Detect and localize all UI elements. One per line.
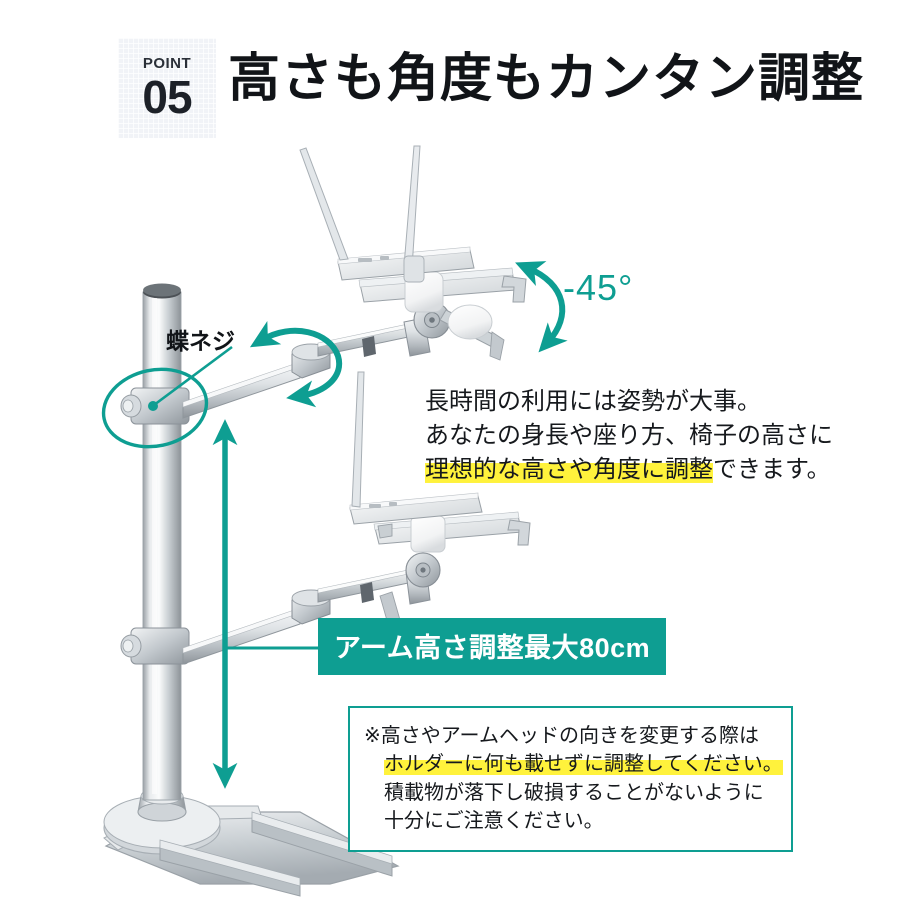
page-title: 高さも角度もカンタン調整 — [228, 50, 865, 108]
vertical-pole — [139, 283, 185, 801]
ellipse-highlight-icon — [101, 367, 209, 449]
point-word: POINT — [142, 55, 192, 72]
caution-note-box: ※高さやアームヘッドの向きを変更する際は ホルダーに何も載せずに調整してください… — [348, 706, 793, 852]
body-copy-line-3-rest: できます。 — [713, 456, 831, 484]
point-number: 05 — [142, 71, 192, 123]
body-copy-line-3: 理想的な高さや角度に調整できます。 — [425, 453, 833, 487]
note-line-1: ※高さやアームヘッドの向きを変更する際は — [364, 725, 759, 747]
point-badge: POINT 05 — [118, 38, 216, 138]
body-copy-line-1: 長時間の利用には姿勢が大事。 — [425, 388, 761, 415]
head-rotation-arrow-icon — [515, 261, 568, 353]
note-line-2: ホルダーに何も載せずに調整してください。 — [364, 750, 783, 778]
lower-arm — [120, 371, 531, 665]
body-copy-line-2: あなたの身長や座り方、椅子の高さに — [425, 422, 833, 450]
note-line-3: 積載物が落下し破損することがないように — [384, 781, 764, 804]
note-line-2-highlight: ホルダーに何も載せずに調整してください。 — [384, 753, 783, 776]
note-line-4: 十分にご注意ください。 — [384, 810, 604, 833]
arm-height-badge: アーム高さ調整最大80cm — [318, 618, 667, 675]
curved-double-arrow-icon — [249, 321, 343, 408]
thumb-screw-label: 蝶ネジ — [166, 328, 235, 354]
angle-label: -45° — [563, 267, 634, 308]
leader-line-icon — [153, 345, 233, 407]
body-copy-highlight: 理想的な高さや角度に調整 — [425, 456, 713, 484]
upper-arm — [120, 145, 527, 425]
body-copy: 長時間の利用には姿勢が大事。 あなたの身長や座り方、椅子の高さに 理想的な高さや… — [425, 385, 833, 487]
